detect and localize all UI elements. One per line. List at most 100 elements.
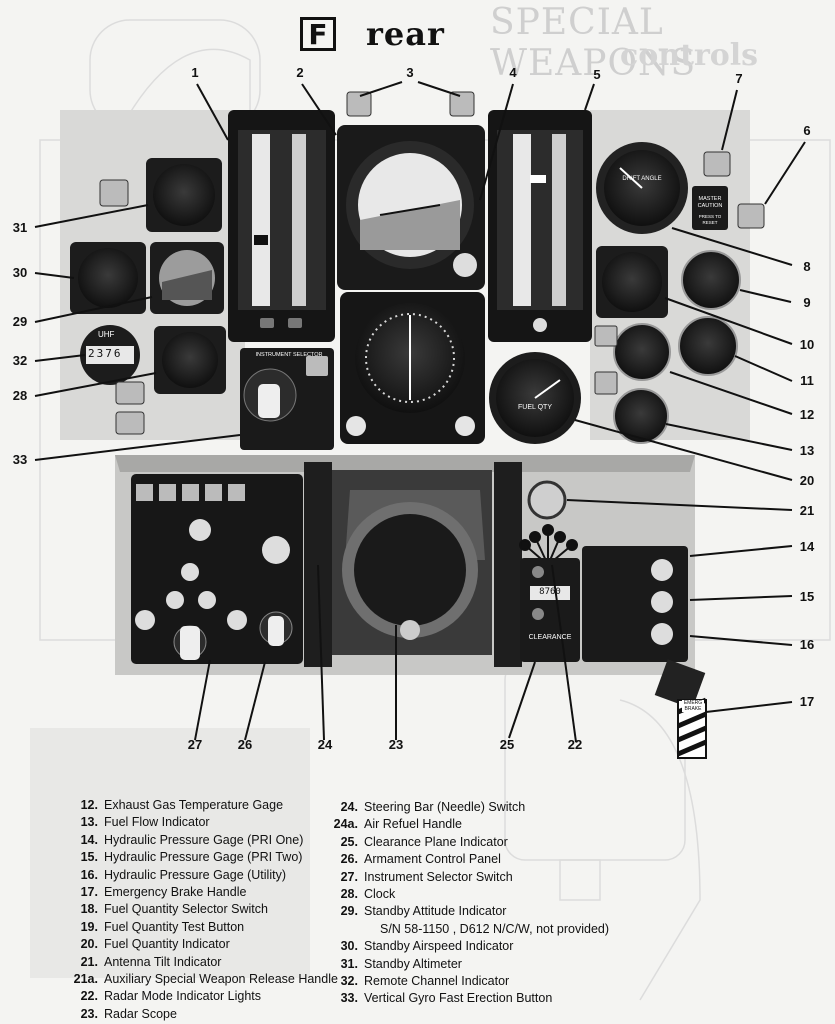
callout-12: 12 bbox=[799, 407, 815, 422]
legend-text: Hydraulic Pressure Gage (PRI Two) bbox=[104, 850, 303, 865]
legend-number: 18. bbox=[80, 902, 98, 917]
legend-number: 22. bbox=[80, 989, 98, 1004]
attitude-director-indicator bbox=[337, 125, 485, 290]
master-caution-label: MASTER CAUTION bbox=[697, 196, 723, 209]
instrument-panel bbox=[34, 81, 806, 759]
legend-text: Antenna Tilt Indicator bbox=[104, 954, 222, 969]
legend-number: 33. bbox=[340, 991, 358, 1006]
hydraulic-gauge-panel bbox=[582, 546, 688, 662]
legend-item: 30.Standby Airspeed Indicator bbox=[326, 938, 609, 955]
legend-left: 12. Exhaust Gas Temperature Gage 13.Fuel F… bbox=[66, 797, 338, 1023]
legend-item: 25. Clearance Plane Indicator bbox=[326, 834, 609, 851]
callout-16: 16 bbox=[799, 637, 815, 652]
legend-text: Armament Control Panel bbox=[364, 852, 501, 867]
legend-text: Radar Scope bbox=[104, 1006, 177, 1021]
legend-number: 14. bbox=[80, 832, 98, 847]
legend-text: Hydraulic Pressure Gage (PRI One) bbox=[104, 832, 304, 847]
legend-number: 32. bbox=[340, 974, 358, 989]
legend-item: 19.Fuel Quantity Test Button bbox=[66, 919, 338, 936]
legend-item: 24.Steering Bar (Needle) Switch bbox=[326, 799, 609, 816]
press-to-reset-label: PRESS TO RESET bbox=[698, 214, 722, 225]
callout-11: 11 bbox=[800, 373, 814, 388]
horizontal-situation-indicator bbox=[340, 292, 485, 444]
legend-text: S/N 58-1150 , D612 N/C/W, not provided) bbox=[380, 921, 610, 936]
legend-text: Clearance Plane Indicator bbox=[364, 834, 508, 849]
callout-32: 32 bbox=[12, 353, 28, 368]
legend-number: 13. bbox=[80, 815, 98, 830]
legend-item: 31.Standby Altimeter bbox=[326, 956, 609, 973]
legend-number: 26. bbox=[340, 852, 358, 867]
legend-text: Instrument Selector Switch bbox=[364, 869, 513, 884]
legend-text: Fuel Quantity Selector Switch bbox=[104, 902, 268, 917]
armament-control-panel bbox=[131, 474, 303, 664]
legend-text: Exhaust Gas Temperature Gage bbox=[104, 798, 284, 812]
callout-30: 30 bbox=[12, 265, 28, 280]
steering-bar-switch-strip bbox=[304, 462, 332, 667]
background-subtitle: controls bbox=[620, 38, 759, 73]
legend-item: 21. Antenna Tilt Indicator bbox=[66, 954, 338, 971]
callout-24: 24 bbox=[317, 737, 333, 752]
callout-9: 9 bbox=[803, 295, 811, 310]
legend-number: 27. bbox=[340, 869, 358, 884]
legend-item: 21a. Auxiliary Special Weapon Release Han… bbox=[66, 971, 338, 988]
callout-2: 2 bbox=[296, 65, 304, 80]
master-caution-light bbox=[692, 186, 728, 230]
legend-number: 25. bbox=[340, 834, 358, 849]
instrument-selector-label: INSTRUMENT SELECTOR bbox=[255, 352, 323, 358]
callout-3: 3 bbox=[406, 65, 414, 80]
clearance-plane-indicator bbox=[520, 558, 580, 662]
legend-text: Clock bbox=[364, 887, 396, 902]
radar-scope bbox=[332, 462, 522, 667]
legend-text: Auxiliary Special Weapon Release Handle bbox=[104, 972, 338, 987]
callout-31: 31 bbox=[12, 220, 28, 235]
legend-item: 33. Vertical Gyro Fast Erection Button bbox=[326, 990, 609, 1007]
fuel-qty-label: FUEL QTY bbox=[518, 404, 552, 411]
legend-text: Standby Airspeed Indicator bbox=[364, 939, 514, 954]
legend-number: 24a. bbox=[333, 817, 358, 832]
leader-lines bbox=[34, 81, 806, 743]
legend-text: Fuel Quantity Indicator bbox=[104, 937, 230, 952]
legend-item: 18. Fuel Quantity Selector Switch bbox=[66, 901, 338, 918]
callout-25: 25 bbox=[499, 737, 515, 752]
uhf-label: UHF bbox=[98, 330, 115, 339]
legend-text: Air Refuel Handle bbox=[364, 817, 462, 832]
legend-item: 22.Radar Mode Indicator Lights bbox=[66, 988, 338, 1005]
clearance-label: CLEARANCE bbox=[528, 634, 572, 641]
standby-instruments bbox=[70, 158, 226, 435]
legend-text: Vertical Gyro Fast Erection Button bbox=[364, 991, 553, 1006]
legend-item: 14. Hydraulic Pressure Gage (PRI One) bbox=[66, 832, 338, 849]
legend-number: 12. bbox=[80, 798, 98, 812]
tape-instrument-left bbox=[228, 110, 335, 342]
callout-7: 7 bbox=[735, 71, 743, 86]
callout-8: 8 bbox=[803, 259, 811, 274]
uhf-channel-readout: 2376 bbox=[88, 347, 123, 360]
fuel-quantity-gauge bbox=[489, 352, 581, 444]
legend-item: 20.Fuel Quantity Indicator bbox=[66, 936, 338, 953]
antenna-tilt-indicator bbox=[527, 480, 567, 520]
legend-number: 31. bbox=[340, 956, 358, 971]
drift-angle-label: DRIFT ANGLE bbox=[622, 176, 662, 182]
emergency-brake-handle bbox=[654, 659, 707, 759]
page-title: rear bbox=[366, 15, 445, 53]
legend-item: S/N 58-1150 , D612 N/C/W, not provided) bbox=[326, 921, 609, 938]
legend-number: 28. bbox=[340, 887, 358, 902]
legend-number: 21. bbox=[80, 954, 98, 969]
legend-number: 16. bbox=[80, 867, 98, 882]
legend-number: 23. bbox=[80, 1006, 98, 1021]
legend-item: 13.Fuel Flow Indicator bbox=[66, 814, 338, 831]
page-header: F rear bbox=[300, 14, 445, 54]
callout-20: 20 bbox=[799, 473, 815, 488]
legend-item: 29.Standby Attitude Indicator bbox=[326, 903, 609, 920]
legend-item: 28. Clock bbox=[326, 886, 609, 903]
clearance-readout: 8760 bbox=[539, 587, 561, 597]
indicator-light-3b bbox=[449, 91, 475, 117]
legend-number: 29. bbox=[340, 904, 358, 919]
legend-item: 15.Hydraulic Pressure Gage (PRI Two) bbox=[66, 849, 338, 866]
indicator-light-6 bbox=[737, 203, 765, 229]
callout-14: 14 bbox=[799, 539, 815, 554]
legend-text: Emergency Brake Handle bbox=[104, 885, 247, 900]
tape-instrument-right bbox=[488, 110, 592, 342]
legend-number: 21a. bbox=[73, 972, 98, 987]
